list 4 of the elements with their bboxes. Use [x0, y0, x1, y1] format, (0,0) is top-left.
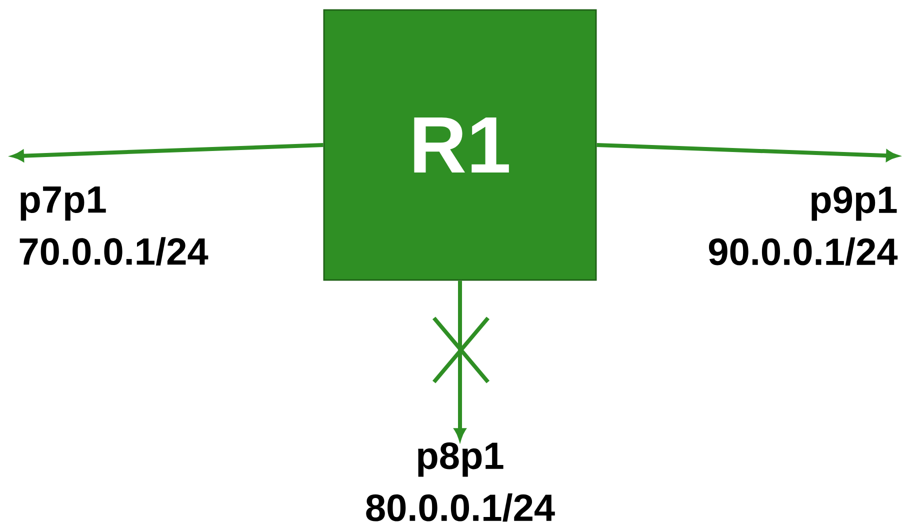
router-box: R1: [323, 9, 597, 281]
port-label: p8p1 80.0.0.1/24: [366, 442, 555, 522]
port-label: p9p1 90.0.0.1/24: [708, 186, 898, 266]
port-label: p7p1 70.0.0.1/24: [20, 186, 208, 266]
